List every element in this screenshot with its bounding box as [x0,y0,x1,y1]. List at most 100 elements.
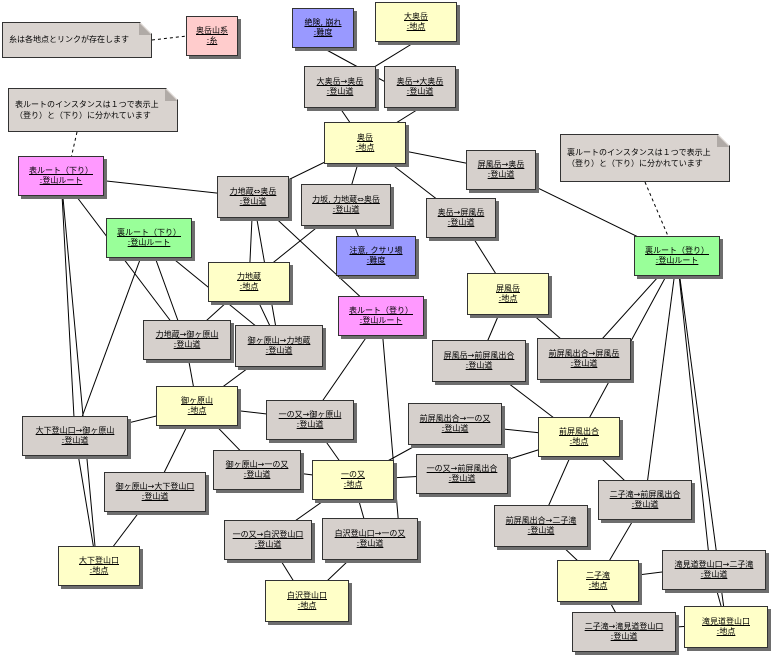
node-type: :登山道 [173,340,201,349]
node-type: :登山道 [326,87,354,96]
node-type: :登山道 [448,474,476,483]
node-name: 一の又→白沢登山口 [232,530,304,539]
node-type: :登山道 [700,570,728,579]
node-rikiba-oku[interactable]: 力坂, 力地蔵⇔奥岳:登山道 [301,184,391,226]
node-type: :登山道 [570,359,598,368]
node-name: 表ルート（下り） [29,166,93,175]
node-daiokudake[interactable]: 大奥岳:地点 [375,2,457,42]
node-name: 滝見道登山口→二子滝 [674,560,754,569]
node-ichi-to-mae[interactable]: 一の又→前屏風出合:登山道 [416,454,508,494]
node-futa-to-takimi[interactable]: 二子滝→滝見道登山口:登山道 [572,612,676,652]
node-type: :登山道 [465,361,493,370]
node-type: :地点 [498,294,518,303]
node-mi-to-oshita[interactable]: 御ヶ原山→大下登山口:登山道 [104,472,206,512]
node-zessho[interactable]: 絶険, 崩れ:難度 [292,8,354,48]
node-name: 大下登山口 [79,556,119,565]
node-type: :登山道 [296,420,324,429]
node-oku-to-dai[interactable]: 奥岳→大奥岳:登山道 [384,66,456,108]
node-name: 御ヶ原山→力地蔵 [247,336,311,345]
node-name: 表ルート（登り） [349,306,413,315]
node-chui[interactable]: 注意, クサリ場:難度 [336,236,416,276]
node-name: 白沢登山口→一の又 [334,529,406,538]
note-text: 糸は各地点とリンクが存在します [9,35,129,44]
node-type: :登山道 [447,218,475,227]
node-name: 力地蔵→御ヶ原山 [155,330,219,339]
node-name: 前屏風出合→一の又 [419,414,491,423]
node-type: :登山道 [631,500,659,509]
node-type: :登山ルート [127,238,171,247]
node-type: :難度 [313,28,333,37]
node-mi-to-riki[interactable]: 御ヶ原山→力地蔵:登山道 [235,325,323,367]
node-type: :地点 [716,627,736,636]
note-omote-route: 表ルートのインスタンスは１つで表示上（登り）と（下り）に分かれています [8,88,178,132]
node-name: 一の又→前屏風出合 [426,464,498,473]
node-name: 二子滝→滝見道登山口 [584,622,664,631]
node-type: :登山道 [527,526,555,535]
node-type: :地点 [343,480,363,489]
node-type: :登山道 [610,632,638,641]
node-shirasawa[interactable]: 白沢登山口:地点 [265,580,349,622]
node-type: :登山道 [243,470,271,479]
node-oshita-to-mi[interactable]: 大下登山口→御ヶ原山:登山道 [22,416,128,456]
node-name: 大奥岳→奥岳 [316,77,364,86]
node-name: 二子滝 [586,571,610,580]
node-name: 前屏風出合→二子滝 [505,516,577,525]
node-name: 滝見道登山口 [702,617,750,626]
node-type: :地点 [355,143,375,152]
node-byobu-to-oku[interactable]: 屏風岳→奥岳:登山道 [466,150,536,190]
node-maebyobu[interactable]: 前屏風出合:地点 [538,417,620,457]
node-mi-to-ichi[interactable]: 御ヶ原山→一の又:登山道 [213,450,301,490]
node-omote-up[interactable]: 表ルート（登り）:登山ルート [338,296,424,336]
node-name: 前屏風出合→屏風岳 [548,349,620,358]
node-type: :登山ルート [359,316,403,325]
node-name: 奥岳→大奥岳 [396,77,444,86]
node-byobudake[interactable]: 屏風岳:地点 [467,273,549,315]
node-ura-up[interactable]: 裏ルート（登り）:登山ルート [634,236,720,276]
node-type: :地点 [187,406,207,415]
node-name: 御ヶ原山→一の又 [225,460,289,469]
node-type: :登山ルート [655,256,699,265]
node-ichi-to-shira[interactable]: 一の又→白沢登山口:登山道 [224,520,312,560]
node-name: 白沢登山口 [287,591,327,600]
node-shira-to-ichi[interactable]: 白沢登山口→一の又:登山道 [322,518,418,560]
node-type: :難度 [366,256,386,265]
node-takimi[interactable]: 滝見道登山口:地点 [684,606,768,648]
node-type: :地点 [406,22,426,31]
node-name: 力地蔵 [237,272,261,281]
node-name: 大奥岳 [404,12,428,21]
node-okudake-sankei[interactable]: 奥岳山系:糸 [186,16,238,56]
node-rikichi-oku[interactable]: 力地蔵⇔奥岳:登山道 [217,176,289,218]
node-futa-to-mae[interactable]: 二子滝→前屏風出合:登山道 [598,480,692,520]
node-omote-down[interactable]: 表ルート（下り）:登山ルート [18,156,104,196]
node-oshita[interactable]: 大下登山口:地点 [58,546,140,586]
node-okudake[interactable]: 奥岳:地点 [324,122,406,164]
node-dai-to-oku[interactable]: 大奥岳→奥岳:登山道 [304,66,376,108]
node-name: 絶険, 崩れ [304,18,342,27]
node-name: 屏風岳→奥岳 [477,160,525,169]
node-name: 裏ルート（下り） [117,228,181,237]
node-ichinomata[interactable]: 一の又:地点 [312,460,394,500]
node-oku-to-byobu[interactable]: 奥岳→屏風岳:登山道 [426,198,496,238]
node-type: :登山道 [356,539,384,548]
node-name: 一の又→御ヶ原山 [278,410,342,419]
node-mae-to-futa[interactable]: 前屏風出合→二子滝:登山道 [494,505,588,547]
node-rikijizo[interactable]: 力地蔵:地点 [208,262,290,302]
node-takimi-to-futa[interactable]: 滝見道登山口→二子滝:登山道 [662,550,766,590]
note-text: 裏ルートのインスタンスは１つで表示上（登り）と（下り）に分かれています [567,148,711,168]
node-name: 一の又 [341,470,365,479]
node-name: 力坂, 力地蔵⇔奥岳 [312,195,380,204]
node-mikahara[interactable]: 御ヶ原山:地点 [156,386,238,426]
node-ichi-to-mi[interactable]: 一の又→御ヶ原山:登山道 [266,400,354,440]
note-ura-route: 裏ルートのインスタンスは１つで表示上（登り）と（下り）に分かれています [560,134,730,182]
node-mae-to-ichi[interactable]: 前屏風出合→一の又:登山道 [408,403,502,445]
node-name: 奥岳 [357,133,373,142]
node-name: 奥岳山系 [196,26,228,35]
node-riki-to-mi[interactable]: 力地蔵→御ヶ原山:登山道 [143,320,231,360]
node-name: 御ヶ原山 [181,396,213,405]
node-byo-to-mae[interactable]: 屏風岳→前屏風出合:登山道 [432,340,526,382]
node-type: :糸 [206,36,218,45]
node-futagotaki[interactable]: 二子滝:地点 [557,560,639,602]
node-ura-down[interactable]: 裏ルート（下り）:登山ルート [106,218,192,258]
node-name: 力地蔵⇔奥岳 [229,187,277,196]
node-mae-to-byo[interactable]: 前屏風出合→屏風岳:登山道 [537,338,631,380]
